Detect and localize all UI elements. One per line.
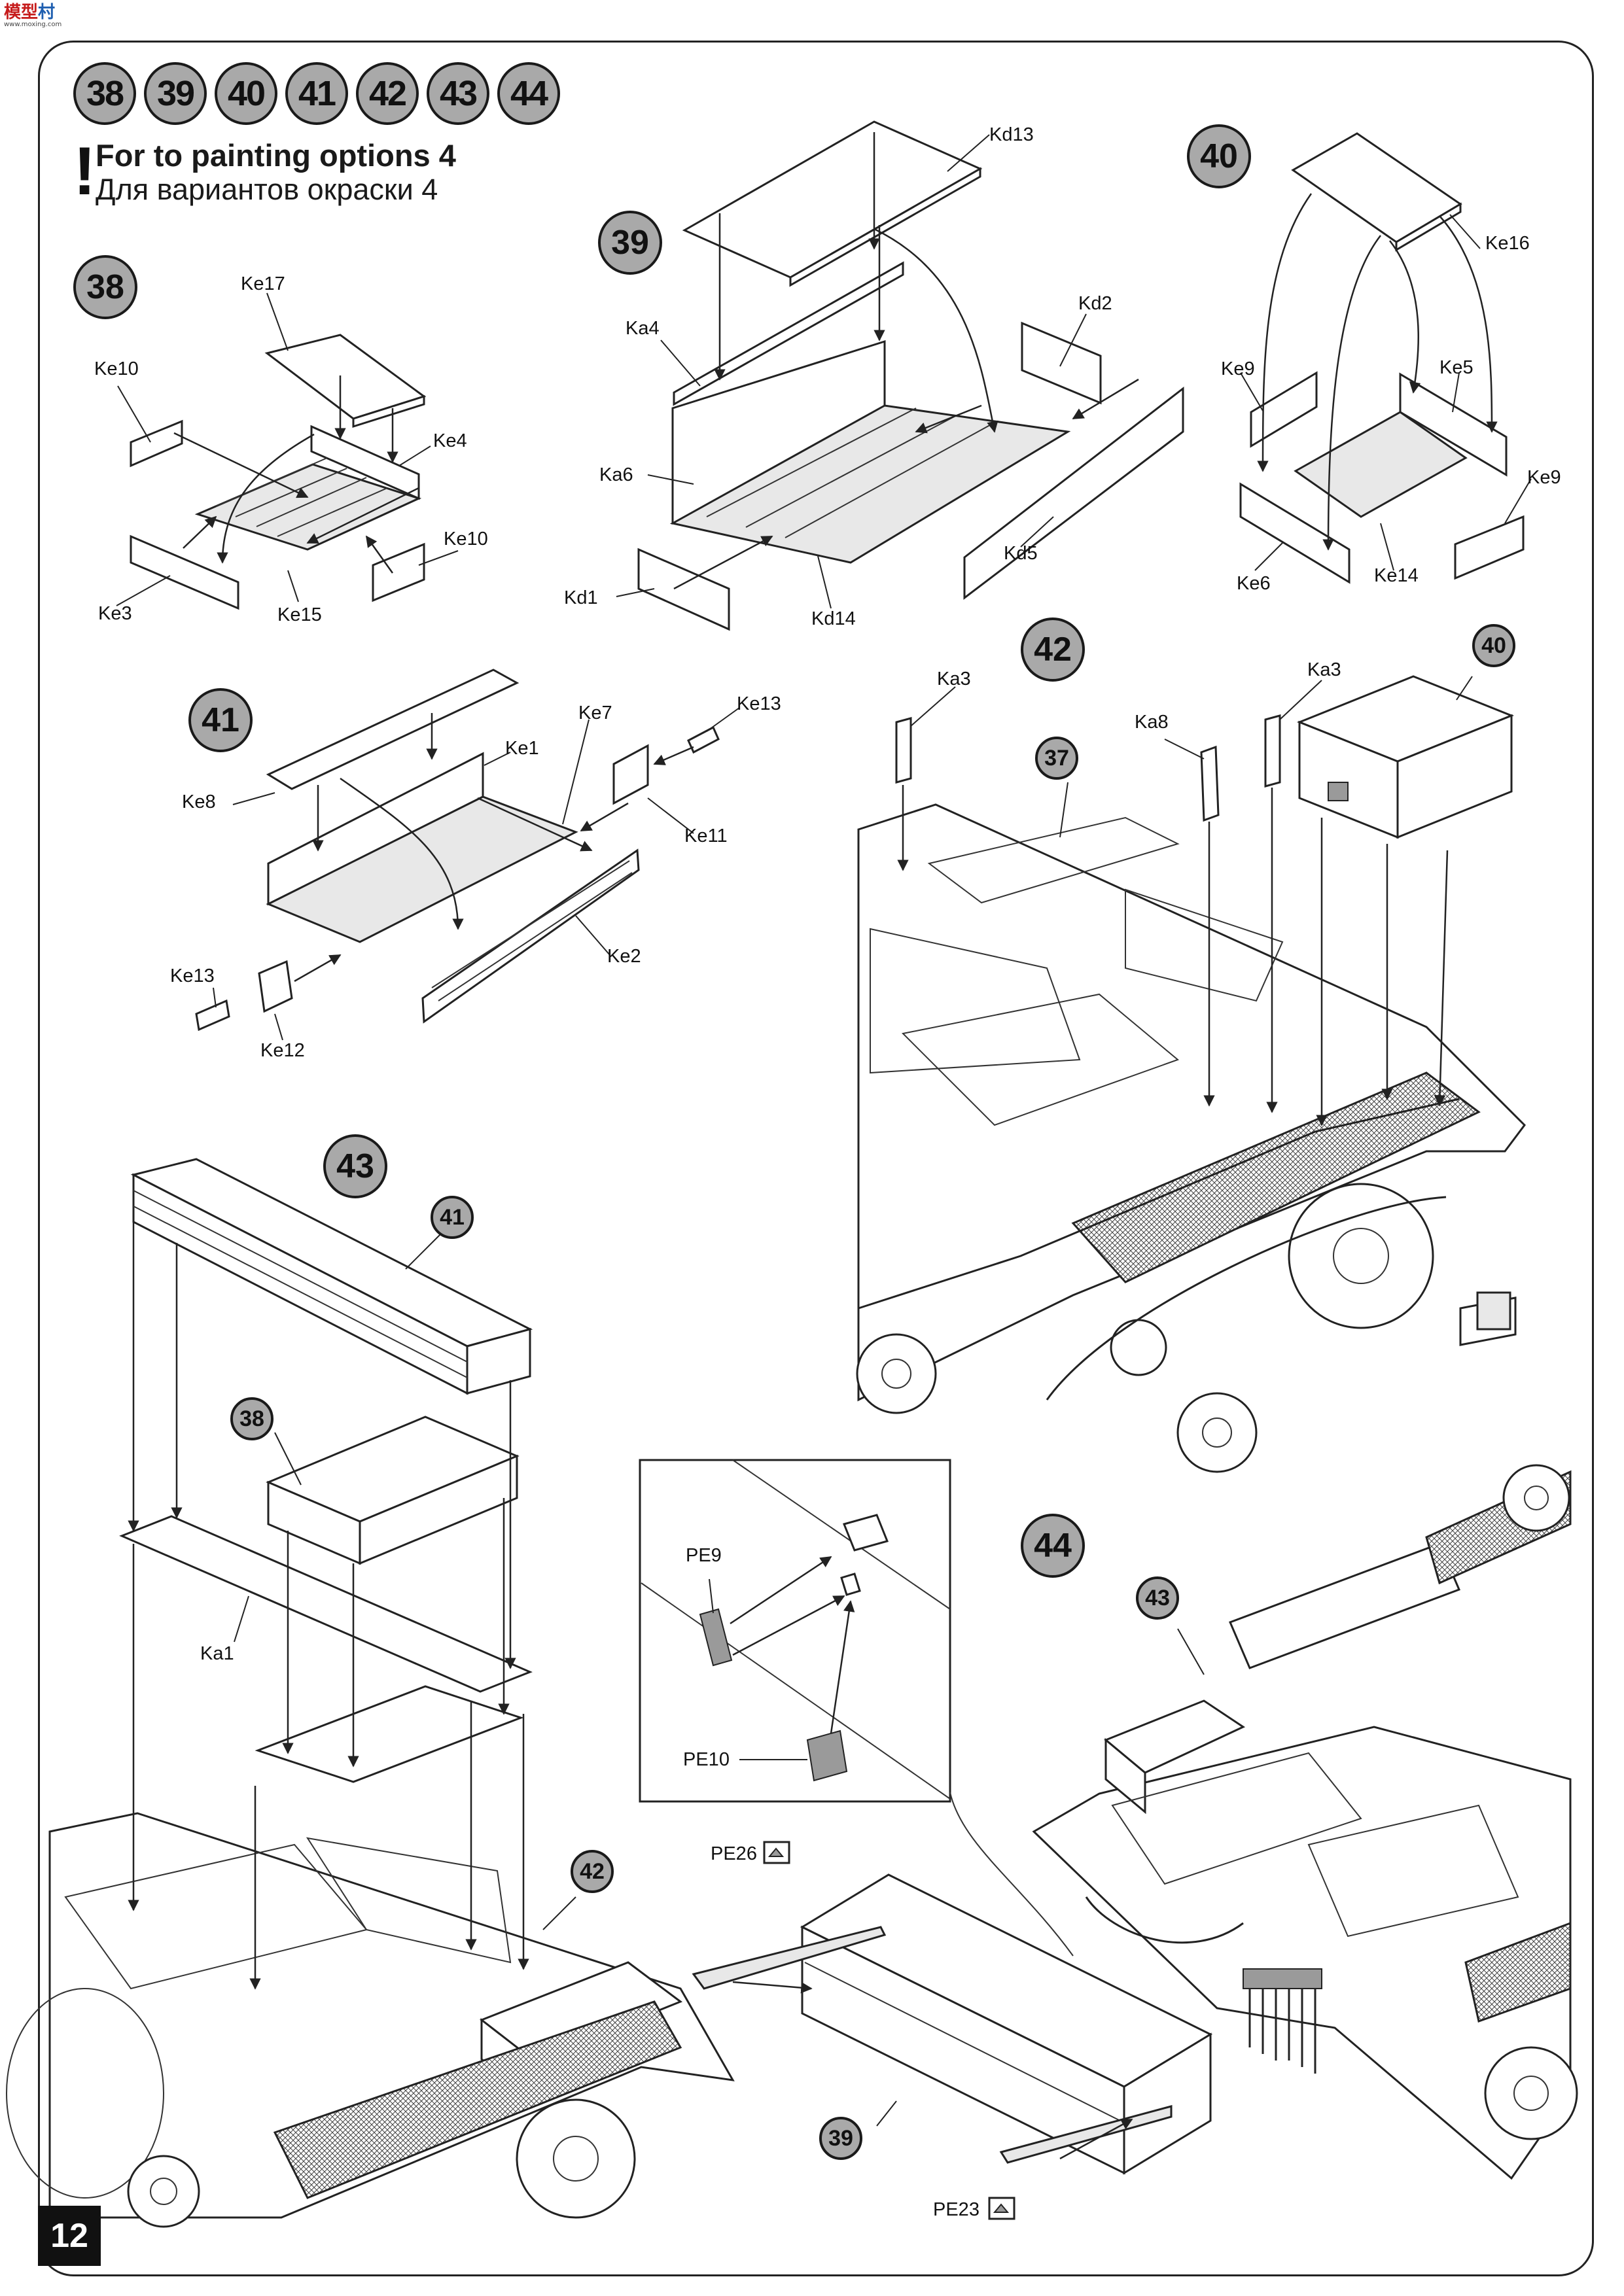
- ref-step-43: 43: [1136, 1576, 1179, 1620]
- step-index-42: 42: [356, 62, 419, 125]
- step-43-number: 43: [323, 1134, 387, 1198]
- step-index-38: 38: [73, 62, 136, 125]
- part-label: PE26: [711, 1843, 757, 1864]
- step-index: 38 39 40 41 42 43 44: [73, 62, 560, 125]
- part-label: Ke14: [1374, 565, 1419, 586]
- part-label: Kd5: [1004, 543, 1038, 564]
- page-frame: [38, 41, 1594, 2276]
- part-label: Ke7: [578, 703, 612, 723]
- part-label: Ke13: [737, 693, 781, 714]
- ref-step-41: 41: [431, 1196, 474, 1239]
- part-label: Ke17: [241, 273, 285, 294]
- part-label: Ka8: [1135, 712, 1169, 733]
- part-label: Ke5: [1439, 357, 1474, 378]
- part-label: Kd14: [811, 608, 856, 629]
- step-index-39: 39: [144, 62, 207, 125]
- part-label: Kd2: [1078, 293, 1112, 314]
- paint-reference-icon: [763, 1291, 1511, 2220]
- ref-step-38: 38: [230, 1397, 274, 1440]
- part-label: Ke3: [98, 603, 132, 624]
- step-41-drawing: [195, 669, 740, 1041]
- part-label: Ke8: [182, 791, 216, 812]
- part-label: PE9: [686, 1545, 722, 1566]
- part-label: Ke12: [260, 1040, 305, 1061]
- step-40-number: 40: [1187, 124, 1251, 188]
- step-40-drawing: [1239, 132, 1532, 584]
- note-russian: Для вариантов окраски 4: [96, 173, 438, 206]
- part-label: Ke11: [684, 826, 728, 846]
- step-39-drawing: [616, 120, 1184, 631]
- step-44-number: 44: [1021, 1514, 1085, 1578]
- part-label: Ke15: [277, 604, 322, 625]
- ref-step-39: 39: [819, 2117, 862, 2160]
- part-label: Ka4: [626, 318, 660, 339]
- part-label: Ke2: [607, 946, 641, 967]
- part-label: Ke4: [433, 430, 467, 451]
- step-39-number: 39: [598, 211, 662, 275]
- note-english: For to painting options 4: [96, 138, 456, 173]
- part-label: Ke13: [170, 965, 215, 986]
- page-number: 12: [38, 2206, 101, 2266]
- step-43-drawing: [6, 1158, 735, 2228]
- part-label: PE23: [933, 2199, 980, 2220]
- part-label: Ke16: [1485, 233, 1530, 254]
- part-label: Ka6: [599, 464, 633, 485]
- step-38-number: 38: [73, 255, 137, 319]
- part-label: Ke9: [1221, 358, 1255, 379]
- part-label: Ka3: [1307, 659, 1341, 680]
- step-index-44: 44: [497, 62, 560, 125]
- ref-step-42: 42: [571, 1850, 614, 1893]
- step-41-number: 41: [188, 688, 253, 752]
- step-index-41: 41: [285, 62, 348, 125]
- part-label: Ke6: [1237, 573, 1271, 594]
- part-label: Kd13: [989, 124, 1034, 145]
- step-44-drawing: [639, 1459, 1578, 2180]
- step-index-40: 40: [215, 62, 277, 125]
- watermark-logo: 模型村 www.moxing.com: [4, 3, 62, 28]
- part-label: Ka3: [937, 669, 971, 689]
- step-42-drawing: [856, 675, 1526, 1473]
- part-label: Ka1: [200, 1643, 234, 1664]
- part-label: PE10: [683, 1749, 730, 1770]
- ref-step-40: 40: [1472, 624, 1515, 667]
- step-42-number: 42: [1021, 617, 1085, 682]
- part-label: Ke1: [505, 738, 539, 759]
- step-38-drawing: [116, 292, 459, 610]
- step-index-43: 43: [427, 62, 489, 125]
- ref-step-37: 37: [1035, 737, 1078, 780]
- part-label: Ke10: [94, 358, 139, 379]
- part-label: Ke10: [444, 529, 488, 549]
- warning-icon: !: [73, 133, 96, 209]
- part-label: Kd1: [564, 587, 598, 608]
- part-label: Ke9: [1527, 467, 1561, 488]
